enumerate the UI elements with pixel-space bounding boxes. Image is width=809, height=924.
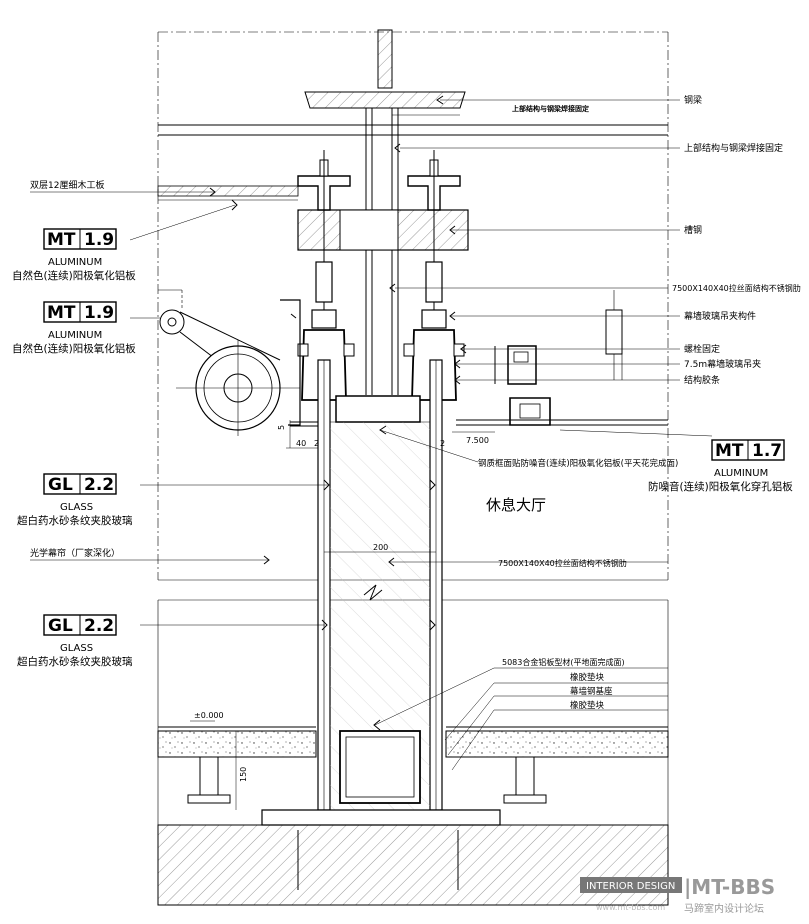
tag-code: GL xyxy=(48,475,73,495)
label-double-plywood: 双层12厘细木工板 xyxy=(30,179,104,191)
level-ceiling: 7.500 xyxy=(466,436,489,445)
tag-chinese: 超白药水砂条纹夹胶玻璃 xyxy=(17,655,133,668)
dim-2-right: 2 xyxy=(440,439,445,448)
watermark-site-cn: 马蹄室内设计论坛 xyxy=(684,902,764,915)
tag-code: MT xyxy=(47,230,76,250)
dim-5: 5 xyxy=(277,425,286,430)
tag-mt19-mid: MT 1.9 ALUMINUM 自然色(连续)阳极氧化铝板 xyxy=(12,301,136,355)
ceiling-duct-left xyxy=(158,289,301,436)
tag-english: ALUMINUM xyxy=(714,468,768,479)
label-alloy-profile: 5083合金铝板型材(平地面完成面) xyxy=(502,657,625,667)
label-ss-rib-top: 7500X140X40拉丝面结构不锈钢肋 xyxy=(672,283,801,293)
dimension-texts: 5 40 2 2 200 150 7.500 ±0.000 xyxy=(194,425,489,782)
dim-2-left: 2 xyxy=(314,439,319,448)
label-channel-steel: 槽钢 xyxy=(684,224,702,236)
tag-english: GLASS xyxy=(60,502,93,513)
tag-number: 2.2 xyxy=(84,475,114,495)
label-clamp-member: 幕墙玻璃吊夹构件 xyxy=(684,310,756,322)
tag-gl22-top: GL 2.2 GLASS 超白药水砂条纹夹胶玻璃 xyxy=(17,473,133,527)
label-rubber-pad-2: 橡胶垫块 xyxy=(570,700,605,711)
level-floor: ±0.000 xyxy=(194,711,224,720)
label-bolt-fix: 螺栓固定 xyxy=(684,343,720,355)
tag-code: MT xyxy=(47,303,76,323)
label-weld-fix: 上部结构与钢梁焊接固定 xyxy=(684,142,783,154)
dim-150: 150 xyxy=(239,767,248,782)
tag-code: MT xyxy=(715,441,744,461)
leader-lines xyxy=(30,99,713,771)
ceiling-lines-left xyxy=(290,421,318,427)
tag-number: 1.9 xyxy=(84,230,114,250)
tag-gl22-bottom: GL 2.2 GLASS 超白药水砂条纹夹胶玻璃 xyxy=(17,614,133,668)
label-steel-frame-panel: 钢质框面贴防噪音(连续)阳极氧化铝板(平天花完成面) xyxy=(478,458,678,469)
tag-chinese: 防噪音(连续)阳极氧化穿孔铝板 xyxy=(648,480,793,493)
dim-200: 200 xyxy=(373,543,388,552)
tag-number: 2.2 xyxy=(84,616,114,636)
dimension-lines xyxy=(190,420,495,810)
label-ss-rib-mid: 7500X140X40拉丝面结构不锈钢肋 xyxy=(498,558,627,568)
label-glass-clamp: 7.5m幕墙玻璃吊夹 xyxy=(684,358,761,370)
tag-mt19-top: MT 1.9 ALUMINUM 自然色(连续)阳极氧化铝板 xyxy=(12,228,136,282)
label-structural-sealant: 结构胶条 xyxy=(684,374,720,386)
tag-chinese: 自然色(连续)阳极氧化铝板 xyxy=(12,342,136,355)
tag-english: ALUMINUM xyxy=(48,257,102,268)
annotation-labels: 钢梁 上部结构与钢梁焊接固定 上部结构与钢梁焊接固定 双层12厘细木工板 槽钢 … xyxy=(30,94,801,711)
tag-number: 1.7 xyxy=(752,441,782,461)
watermark: INTERIOR DESIGN |MT-BBS 马蹄室内设计论坛 www.mt-… xyxy=(580,875,775,915)
label-rubber-pad-1: 橡胶垫块 xyxy=(570,672,605,683)
tag-code: GL xyxy=(48,616,73,636)
dim-40: 40 xyxy=(296,439,306,448)
label-curtain-base: 幕墙钢基座 xyxy=(570,686,613,697)
watermark-mt-bbs: |MT-BBS xyxy=(684,875,775,899)
tag-chinese: 自然色(连续)阳极氧化铝板 xyxy=(12,269,136,282)
tag-number: 1.9 xyxy=(84,303,114,323)
tag-mt17: MT 1.7 ALUMINUM 防噪音(连续)阳极氧化穿孔铝板 xyxy=(648,439,793,493)
watermark-interior-design: INTERIOR DESIGN xyxy=(586,881,675,892)
label-optical-curtain: 光学幕帘（厂家深化） xyxy=(30,547,120,559)
arrow-marks xyxy=(209,95,467,731)
label-steel-beam: 钢梁 xyxy=(684,94,702,106)
watermark-site-url: www.mt-bbs.com xyxy=(596,903,665,912)
right-clamp xyxy=(456,290,668,426)
plywood-ceiling xyxy=(157,185,299,201)
tag-chinese: 超白药水砂条纹夹胶玻璃 xyxy=(17,514,133,527)
label-weld-fix-small: 上部结构与钢梁焊接固定 xyxy=(512,104,589,113)
steel-beam xyxy=(158,29,668,395)
label-lounge: 休息大厅 xyxy=(486,496,546,514)
tag-english: ALUMINUM xyxy=(48,330,102,341)
tag-english: GLASS xyxy=(60,643,93,654)
